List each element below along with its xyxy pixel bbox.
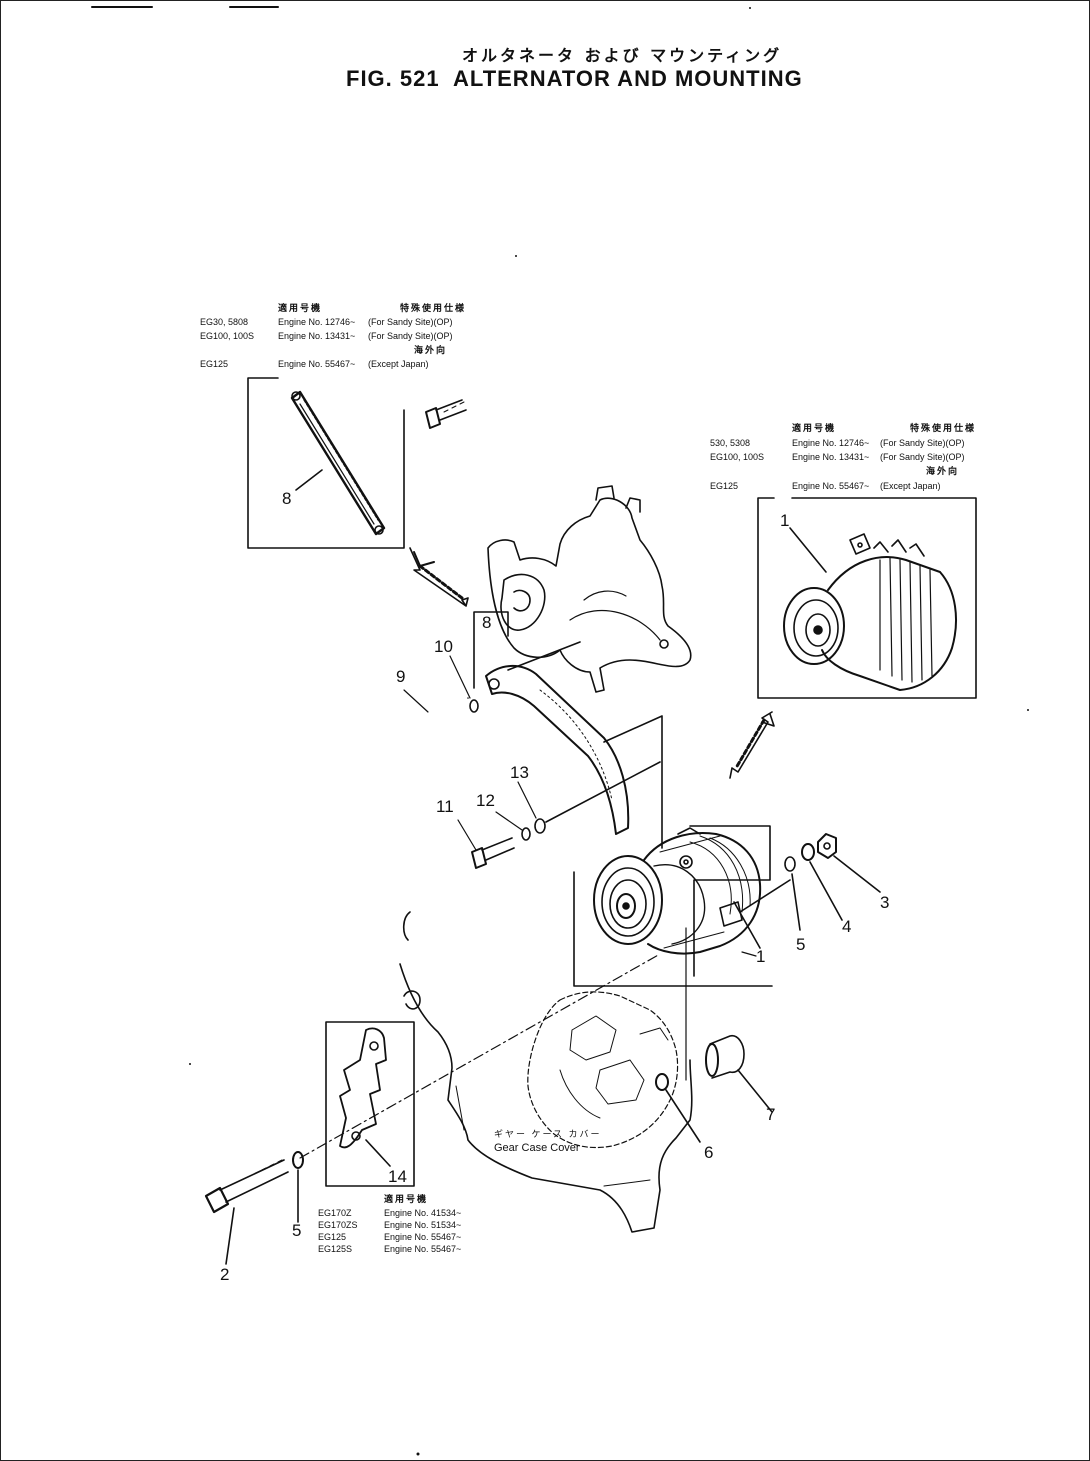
bolt-11 bbox=[471, 837, 515, 869]
washer-12 bbox=[521, 827, 531, 841]
callout-7: 7 bbox=[766, 1105, 776, 1124]
detail-box-alternator bbox=[757, 497, 977, 699]
callout-13: 13 bbox=[510, 763, 529, 782]
spacer-7 bbox=[705, 1034, 773, 1113]
washer-5-right bbox=[784, 856, 801, 931]
gear-case-cover bbox=[399, 911, 693, 1233]
gear-case-label: Gear Case Cover bbox=[494, 1142, 580, 1154]
callout-11: 11 bbox=[436, 797, 454, 816]
gear-case-label-japanese: ギヤー ケース カバー bbox=[494, 1129, 602, 1139]
washer-5-left bbox=[292, 1151, 304, 1223]
nut-6 bbox=[655, 1073, 701, 1143]
callout-12: 12 bbox=[476, 791, 495, 810]
callout-14: 14 bbox=[388, 1167, 407, 1186]
callout-3: 3 bbox=[880, 893, 890, 912]
leader-lines bbox=[403, 655, 757, 957]
callout-5-left: 5 bbox=[292, 1221, 302, 1240]
title-japanese: オルタネータ および マウンティング bbox=[462, 46, 783, 65]
scan-dots bbox=[189, 7, 1029, 1456]
nut-3 bbox=[817, 833, 881, 893]
washer-13 bbox=[534, 761, 661, 834]
callout-6: 6 bbox=[704, 1143, 714, 1162]
detail-arrow-left bbox=[409, 547, 469, 607]
callout-8-detail: 8 bbox=[282, 489, 292, 508]
bolt-9 bbox=[425, 399, 467, 429]
callout-5-right: 5 bbox=[796, 935, 806, 954]
adjusting-bar-bracket bbox=[473, 611, 663, 849]
callout-1-detail: 1 bbox=[780, 511, 790, 530]
detail-box-adjusting-bar bbox=[247, 377, 405, 549]
callout-8: 8 bbox=[482, 613, 492, 632]
callout-1: 1 bbox=[756, 947, 766, 966]
detail-box-bracket bbox=[325, 1021, 415, 1187]
callout-2: 2 bbox=[220, 1265, 230, 1284]
water-pump bbox=[487, 485, 692, 693]
bolt-2 bbox=[204, 1159, 289, 1265]
figure-title: FIG. 521 ALTERNATOR AND MOUNTING bbox=[346, 66, 803, 91]
washer-4 bbox=[801, 843, 843, 921]
callout-9: 9 bbox=[396, 667, 406, 686]
alternator-main bbox=[573, 825, 791, 987]
callout-10: 10 bbox=[434, 637, 453, 656]
washer-10 bbox=[467, 697, 479, 713]
callout-4: 4 bbox=[842, 917, 852, 936]
detail-arrow-right bbox=[729, 711, 775, 779]
assembly-axis-line bbox=[299, 927, 687, 1159]
